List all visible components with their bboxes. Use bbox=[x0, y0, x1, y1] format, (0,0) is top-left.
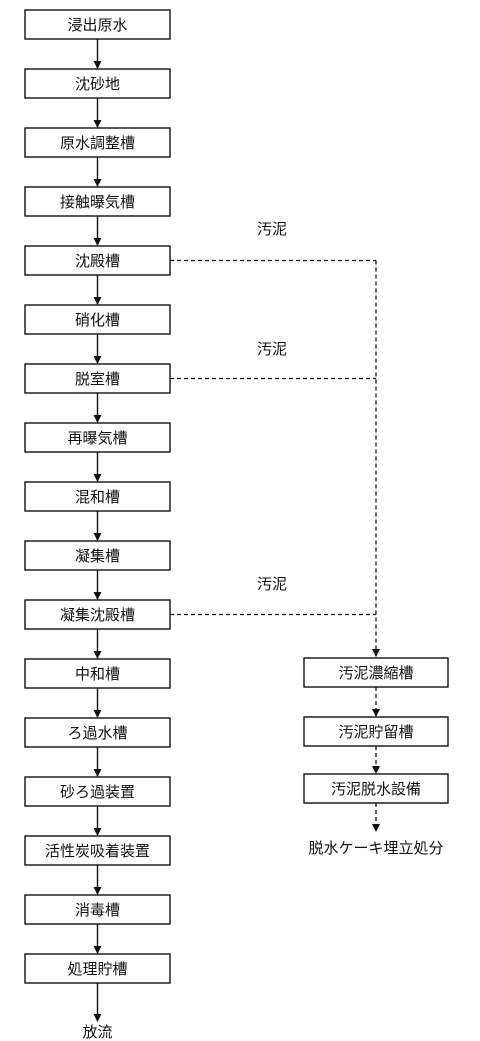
svg-text:硝化槽: 硝化槽 bbox=[75, 311, 120, 329]
svg-text:処理貯槽: 処理貯槽 bbox=[67, 960, 127, 978]
sludge-flow: 汚泥濃縮槽 汚泥貯留槽 汚泥脱水設備 bbox=[303, 657, 449, 804]
svg-text:接触曝気槽: 接触曝気槽 bbox=[60, 193, 135, 211]
process-box-neutralization-tank: 中和槽 bbox=[24, 658, 171, 689]
svg-text:汚泥濃縮槽: 汚泥濃縮槽 bbox=[338, 664, 413, 682]
process-box-denitrification-tank: 脱室槽 bbox=[24, 363, 171, 394]
svg-text:汚泥脱水設備: 汚泥脱水設備 bbox=[331, 780, 421, 798]
process-box-activated-carbon-adsorption-unit: 活性炭吸着装置 bbox=[24, 835, 171, 866]
svg-text:沈殿槽: 沈殿槽 bbox=[75, 252, 120, 270]
process-box-coagulation-tank: 凝集槽 bbox=[24, 540, 171, 571]
process-box-re-aeration-tank: 再曝気槽 bbox=[24, 422, 171, 453]
process-box-nitrification-tank: 硝化槽 bbox=[24, 304, 171, 335]
process-box-sand-settling: 沈砂地 bbox=[24, 68, 171, 99]
process-box-coagulation-sedimentation-tank: 凝集沈殿槽 bbox=[24, 599, 171, 630]
sludge-box-dewatering-equipment: 汚泥脱水設備 bbox=[303, 773, 449, 804]
sludge-branches bbox=[170, 259, 380, 657]
svg-text:再曝気槽: 再曝気槽 bbox=[67, 429, 127, 447]
svg-text:凝集槽: 凝集槽 bbox=[75, 547, 120, 565]
process-box-sand-filtration-unit: 砂ろ過装置 bbox=[24, 776, 171, 807]
svg-text:ろ過水槽: ろ過水槽 bbox=[67, 724, 127, 742]
svg-text:消毒槽: 消毒槽 bbox=[75, 901, 120, 919]
svg-text:汚泥貯留槽: 汚泥貯留槽 bbox=[338, 723, 413, 741]
process-box-contact-aeration-tank: 接触曝気槽 bbox=[24, 186, 171, 217]
process-box-sedimentation-tank: 沈殿槽 bbox=[24, 245, 171, 276]
svg-text:砂ろ過装置: 砂ろ過装置 bbox=[60, 783, 135, 801]
sludge-box-thickening-tank: 汚泥濃縮槽 bbox=[303, 657, 449, 688]
sludge-label-2: 汚泥 bbox=[257, 340, 287, 358]
dewatered-cake-landfill-label: 脱水ケーキ埋立処分 bbox=[308, 839, 443, 857]
svg-text:中和槽: 中和槽 bbox=[75, 665, 120, 683]
main-flow: 浸出原水 沈砂地 原水調整槽 接触曝気槽 沈殿槽 硝化槽 脱室槽 再曝気槽 bbox=[24, 9, 171, 984]
svg-text:活性炭吸着装置: 活性炭吸着装置 bbox=[45, 842, 150, 860]
svg-text:凝集沈殿槽: 凝集沈殿槽 bbox=[60, 606, 135, 624]
discharge-label: 放流 bbox=[82, 1023, 112, 1041]
process-box-treated-water-storage-tank: 処理貯槽 bbox=[24, 953, 171, 984]
sludge-label-1: 汚泥 bbox=[257, 220, 287, 238]
sludge-label-3: 汚泥 bbox=[257, 575, 287, 593]
svg-text:混和槽: 混和槽 bbox=[75, 488, 120, 506]
process-box-filtered-water-tank: ろ過水槽 bbox=[24, 717, 171, 748]
process-box-mixing-tank: 混和槽 bbox=[24, 481, 171, 512]
svg-text:原水調整槽: 原水調整槽 bbox=[60, 134, 135, 152]
svg-text:脱室槽: 脱室槽 bbox=[75, 370, 120, 388]
process-box-raw-water-adjustment-tank: 原水調整槽 bbox=[24, 127, 171, 158]
sludge-box-storage-tank: 汚泥貯留槽 bbox=[303, 716, 449, 747]
svg-text:浸出原水: 浸出原水 bbox=[67, 16, 127, 34]
svg-text:沈砂地: 沈砂地 bbox=[75, 75, 120, 93]
process-box-raw-leachate: 浸出原水 bbox=[24, 9, 171, 40]
process-box-disinfection-tank: 消毒槽 bbox=[24, 894, 171, 925]
